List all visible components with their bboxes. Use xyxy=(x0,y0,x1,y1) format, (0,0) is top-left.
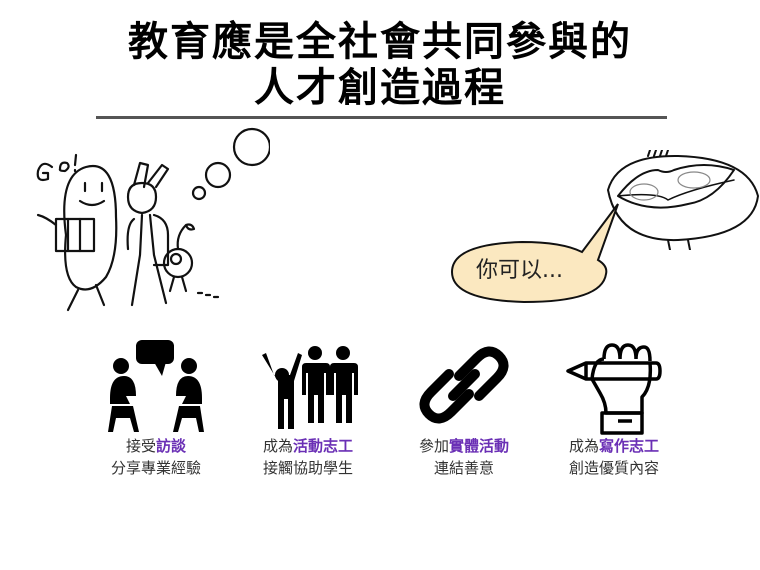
item-prefix: 成為 xyxy=(262,437,293,455)
link-icon xyxy=(419,346,509,424)
item-volunteers: 成為活動志工 接觸協助學生 xyxy=(238,335,378,479)
item-interview: 接受訪談 分享專業經驗 xyxy=(86,335,226,479)
volunteers-icon xyxy=(262,346,358,429)
item-description: 連結善意 xyxy=(433,459,494,477)
lips-illustration xyxy=(607,150,759,250)
walking-characters-illustration xyxy=(36,127,270,312)
speech-bubble xyxy=(450,203,619,304)
item-event: 參加實體活動 連結善意 xyxy=(394,335,534,479)
item-writing: 成為寫作志工 創造優質內容 xyxy=(544,335,684,479)
item-highlight: 實體活動 xyxy=(449,437,510,455)
item-prefix: 參加 xyxy=(418,437,449,455)
item-description: 創造優質內容 xyxy=(568,459,659,477)
item-highlight: 寫作志工 xyxy=(599,437,660,455)
item-description: 分享專業經驗 xyxy=(110,459,201,477)
item-highlight: 活動志工 xyxy=(293,437,354,455)
interview-icon xyxy=(108,339,204,432)
page-title-line2: 人才創造過程 xyxy=(254,65,506,111)
item-highlight: 訪談 xyxy=(156,437,187,455)
item-description: 接觸協助學生 xyxy=(262,459,353,477)
speech-bubble-text: 你可以... xyxy=(476,258,563,283)
title-divider xyxy=(96,116,667,119)
item-prefix: 接受 xyxy=(125,437,156,455)
hand-pencil-icon xyxy=(566,343,662,435)
item-prefix: 成為 xyxy=(568,437,599,455)
page-title-line1: 教育應是全社會共同參與的 xyxy=(128,19,632,65)
